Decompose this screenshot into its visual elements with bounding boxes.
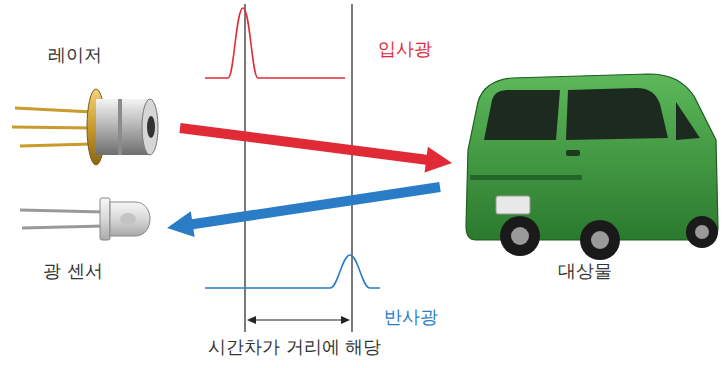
component-label: 대상물	[558, 260, 612, 282]
incident-light-label: 입사광	[378, 38, 432, 60]
car-object	[466, 74, 718, 260]
laser-diode	[12, 89, 158, 165]
light-arrow	[180, 128, 452, 173]
reflected-light-label: 반사광	[384, 306, 438, 328]
time-difference-label: 시간차가 거리에 해당	[208, 336, 381, 358]
component-node: 광 센서	[15, 190, 165, 285]
component-label: 레이저	[48, 44, 102, 66]
component-node: 레이저	[10, 40, 170, 165]
component-node: 대상물	[455, 60, 720, 285]
component-label: 광 센서	[43, 260, 103, 282]
timing-chart	[205, 4, 380, 332]
light-arrow	[167, 187, 440, 237]
photo-sensor	[20, 198, 150, 240]
